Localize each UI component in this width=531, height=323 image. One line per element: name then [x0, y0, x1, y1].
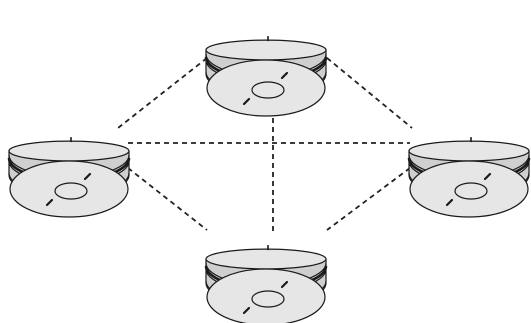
link-top-right	[326, 57, 413, 129]
smoke-detector-icon	[204, 245, 328, 323]
test-button	[54, 182, 88, 200]
led-slot	[242, 97, 251, 106]
detector-lid	[205, 248, 327, 270]
detector-lid	[408, 140, 530, 162]
links-layer	[117, 57, 413, 232]
link-right-bottom	[326, 167, 411, 231]
detector-lid	[205, 39, 327, 61]
led-slot	[445, 198, 454, 207]
led-slot	[280, 280, 289, 289]
test-button	[251, 290, 285, 308]
nodes-layer	[7, 36, 531, 323]
led-slot	[483, 172, 492, 181]
smoke-detector-icon	[204, 36, 328, 117]
test-button	[454, 182, 488, 200]
test-button	[251, 81, 285, 99]
link-left-bottom	[127, 167, 208, 231]
detector-lid	[8, 140, 130, 162]
led-slot	[45, 198, 54, 207]
smoke-detector-icon	[407, 137, 531, 218]
led-slot	[280, 71, 289, 80]
led-slot	[83, 172, 92, 181]
led-slot	[242, 306, 251, 315]
link-top-left	[117, 57, 208, 129]
smoke-detector-icon	[7, 137, 131, 218]
